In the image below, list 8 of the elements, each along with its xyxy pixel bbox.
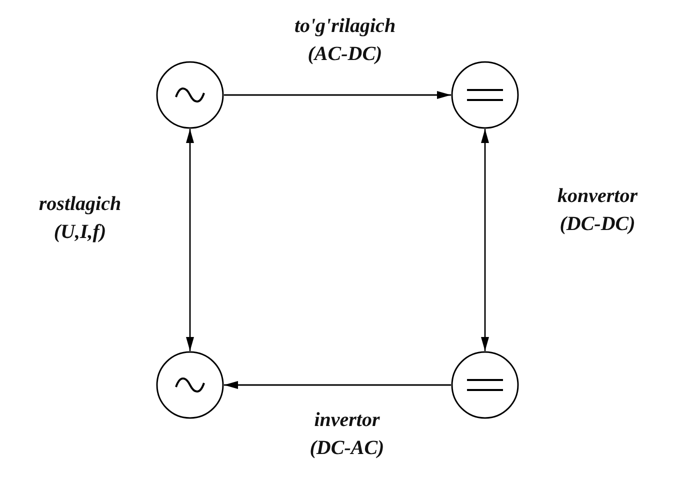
edge-label: rostlagich (U,I,f): [38, 192, 122, 245]
edge-label: to'g'rilagich (AC-DC): [293, 14, 397, 67]
edge-label: invertor (DC-AC): [308, 408, 386, 461]
arrow: [481, 129, 489, 351]
arrow: [224, 91, 451, 99]
arrow: [186, 129, 194, 351]
edge-label: konvertor (DC-DC): [556, 184, 639, 237]
arrow: [224, 381, 451, 389]
